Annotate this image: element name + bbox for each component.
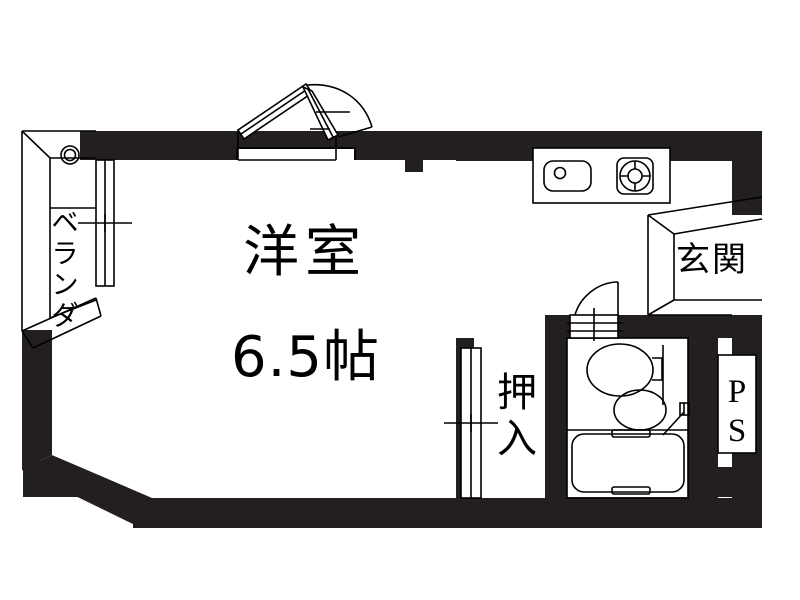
room-interiors <box>52 158 545 498</box>
sink-basin-icon <box>543 160 592 192</box>
veranda-label-char-1: ベ <box>51 208 79 239</box>
wall-genkan-bottom <box>688 315 762 338</box>
awning-window[interactable] <box>236 82 373 161</box>
closet-floor <box>474 338 545 498</box>
main-room-size: 6.5帖 <box>230 325 381 390</box>
window-recess-fill <box>238 149 354 160</box>
shower-head-icon <box>662 402 690 436</box>
genkan-area <box>647 196 763 316</box>
toilet-icon <box>586 343 664 405</box>
bathtub-outline-icon <box>571 433 685 493</box>
wall-left-lower <box>22 330 52 470</box>
unit-bath-floor <box>567 338 688 498</box>
floor-drain-inner-icon <box>63 148 77 162</box>
main-room-floor <box>52 160 545 498</box>
pipe-space-box <box>717 354 757 454</box>
unit-bath-area <box>566 281 690 499</box>
entrance-label: 玄関 <box>676 240 748 280</box>
wall-lower-band <box>456 498 762 526</box>
veranda-rail-slope-cap-left <box>21 330 34 349</box>
veranda-label-char-4: ダ <box>51 301 79 332</box>
window-arc-chord <box>337 126 373 138</box>
wall-bath-left <box>545 315 567 515</box>
genkan-step-inner-top <box>673 218 763 235</box>
main-room-name: 洋室 <box>243 220 367 285</box>
genkan-floor <box>648 215 762 315</box>
veranda-sliding-door[interactable] <box>78 159 132 287</box>
shower-arm-icon <box>662 411 685 436</box>
closet-area <box>444 338 545 499</box>
wall-top-pillar-2 <box>405 158 423 172</box>
closet-label-char-1: 押 <box>497 370 537 416</box>
genkan-step-perspective-bottom <box>647 299 675 316</box>
veranda-rail-slope-cap-right <box>95 297 102 317</box>
sink-faucet-icon <box>553 166 567 180</box>
wall-bottom-chamfer <box>22 455 155 524</box>
wall-bath-right <box>688 338 718 515</box>
pipe-space-label-char-2: S <box>727 413 747 449</box>
pipe-space-label-char-1: P <box>727 374 747 410</box>
bathtub-lip-top-icon <box>611 429 651 438</box>
pipe-space-outline <box>717 354 757 454</box>
stove-burner-grate-icon <box>620 161 650 191</box>
bath-swing-door[interactable] <box>567 281 623 341</box>
bath-door-swing-arc <box>574 281 619 316</box>
window-swing-arc <box>306 83 373 128</box>
bathtub-lip-bottom-icon <box>611 486 651 495</box>
window-sash-leaf-mid <box>240 87 310 135</box>
bathtub-icon <box>571 429 685 495</box>
genkan-step-perspective-top <box>647 196 763 216</box>
toilet-bowl-icon <box>586 343 654 397</box>
veranda-rail-slope-inner <box>32 315 102 349</box>
wall-top-left <box>96 131 216 160</box>
stove-outline-icon <box>616 157 654 195</box>
closet-label-char-2: 入 <box>497 416 537 462</box>
veranda-door-jamb-top <box>96 145 114 163</box>
kitchen-counter <box>532 147 671 204</box>
veranda-label-char-3: ン <box>51 270 79 301</box>
veranda-label-char-2: ラ <box>51 239 79 270</box>
veranda-area <box>21 130 102 349</box>
toilet-tank-icon <box>652 357 663 381</box>
veranda-bay-bottom <box>49 299 97 319</box>
pipe-space-label: P S <box>718 373 756 451</box>
genkan-step-inner-left <box>647 214 675 235</box>
closet-label: 押 入 <box>493 370 541 462</box>
veranda-label: ベ ラ ン ダ <box>48 208 82 332</box>
floor-drain-icon <box>60 145 80 165</box>
